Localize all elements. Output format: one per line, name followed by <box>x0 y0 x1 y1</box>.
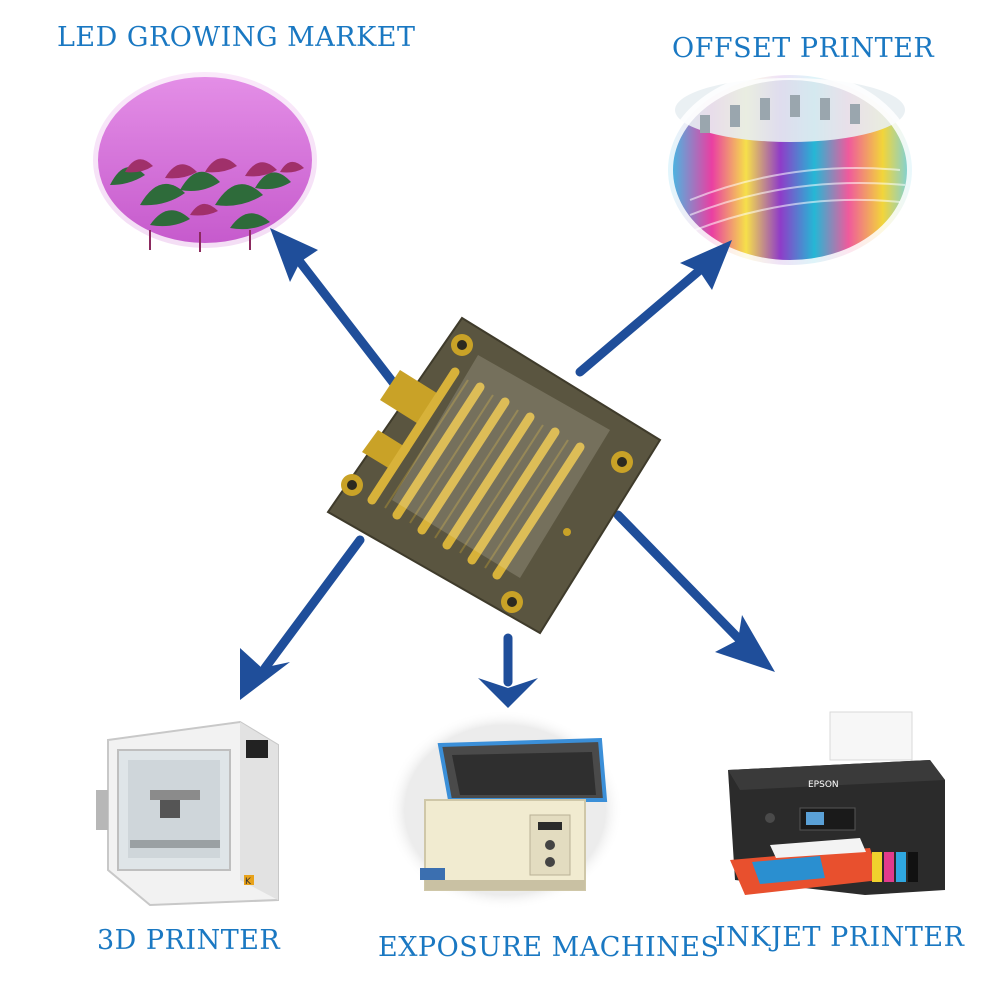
label-led-growing-market: LED GROWING MARKET <box>57 22 416 53</box>
exposure-machine-image <box>387 710 623 910</box>
arrow-to-inkjet-printer <box>613 510 775 672</box>
arrow-to-led-growing <box>270 228 400 390</box>
inkjet-brand: EPSON <box>808 780 839 790</box>
led-cob-chip <box>326 316 662 635</box>
3d-printer-image: K <box>96 720 279 907</box>
label-offset-printer: OFFSET PRINTER <box>672 33 935 64</box>
arrow-to-exposure-machines <box>478 633 538 708</box>
inkjet-printer-image: EPSON <box>728 711 945 895</box>
label-3d-printer: 3D PRINTER <box>97 925 281 956</box>
offset-printer-image <box>663 70 917 270</box>
led-growing-image <box>88 67 322 253</box>
label-exposure-machines: EXPOSURE MACHINES <box>378 932 720 963</box>
3d-printer-brand: K <box>245 877 252 887</box>
arrow-to-3d-printer <box>240 535 365 700</box>
arrow-to-offset-printer <box>575 240 732 377</box>
label-inkjet-printer: INKJET PRINTER <box>715 922 965 953</box>
